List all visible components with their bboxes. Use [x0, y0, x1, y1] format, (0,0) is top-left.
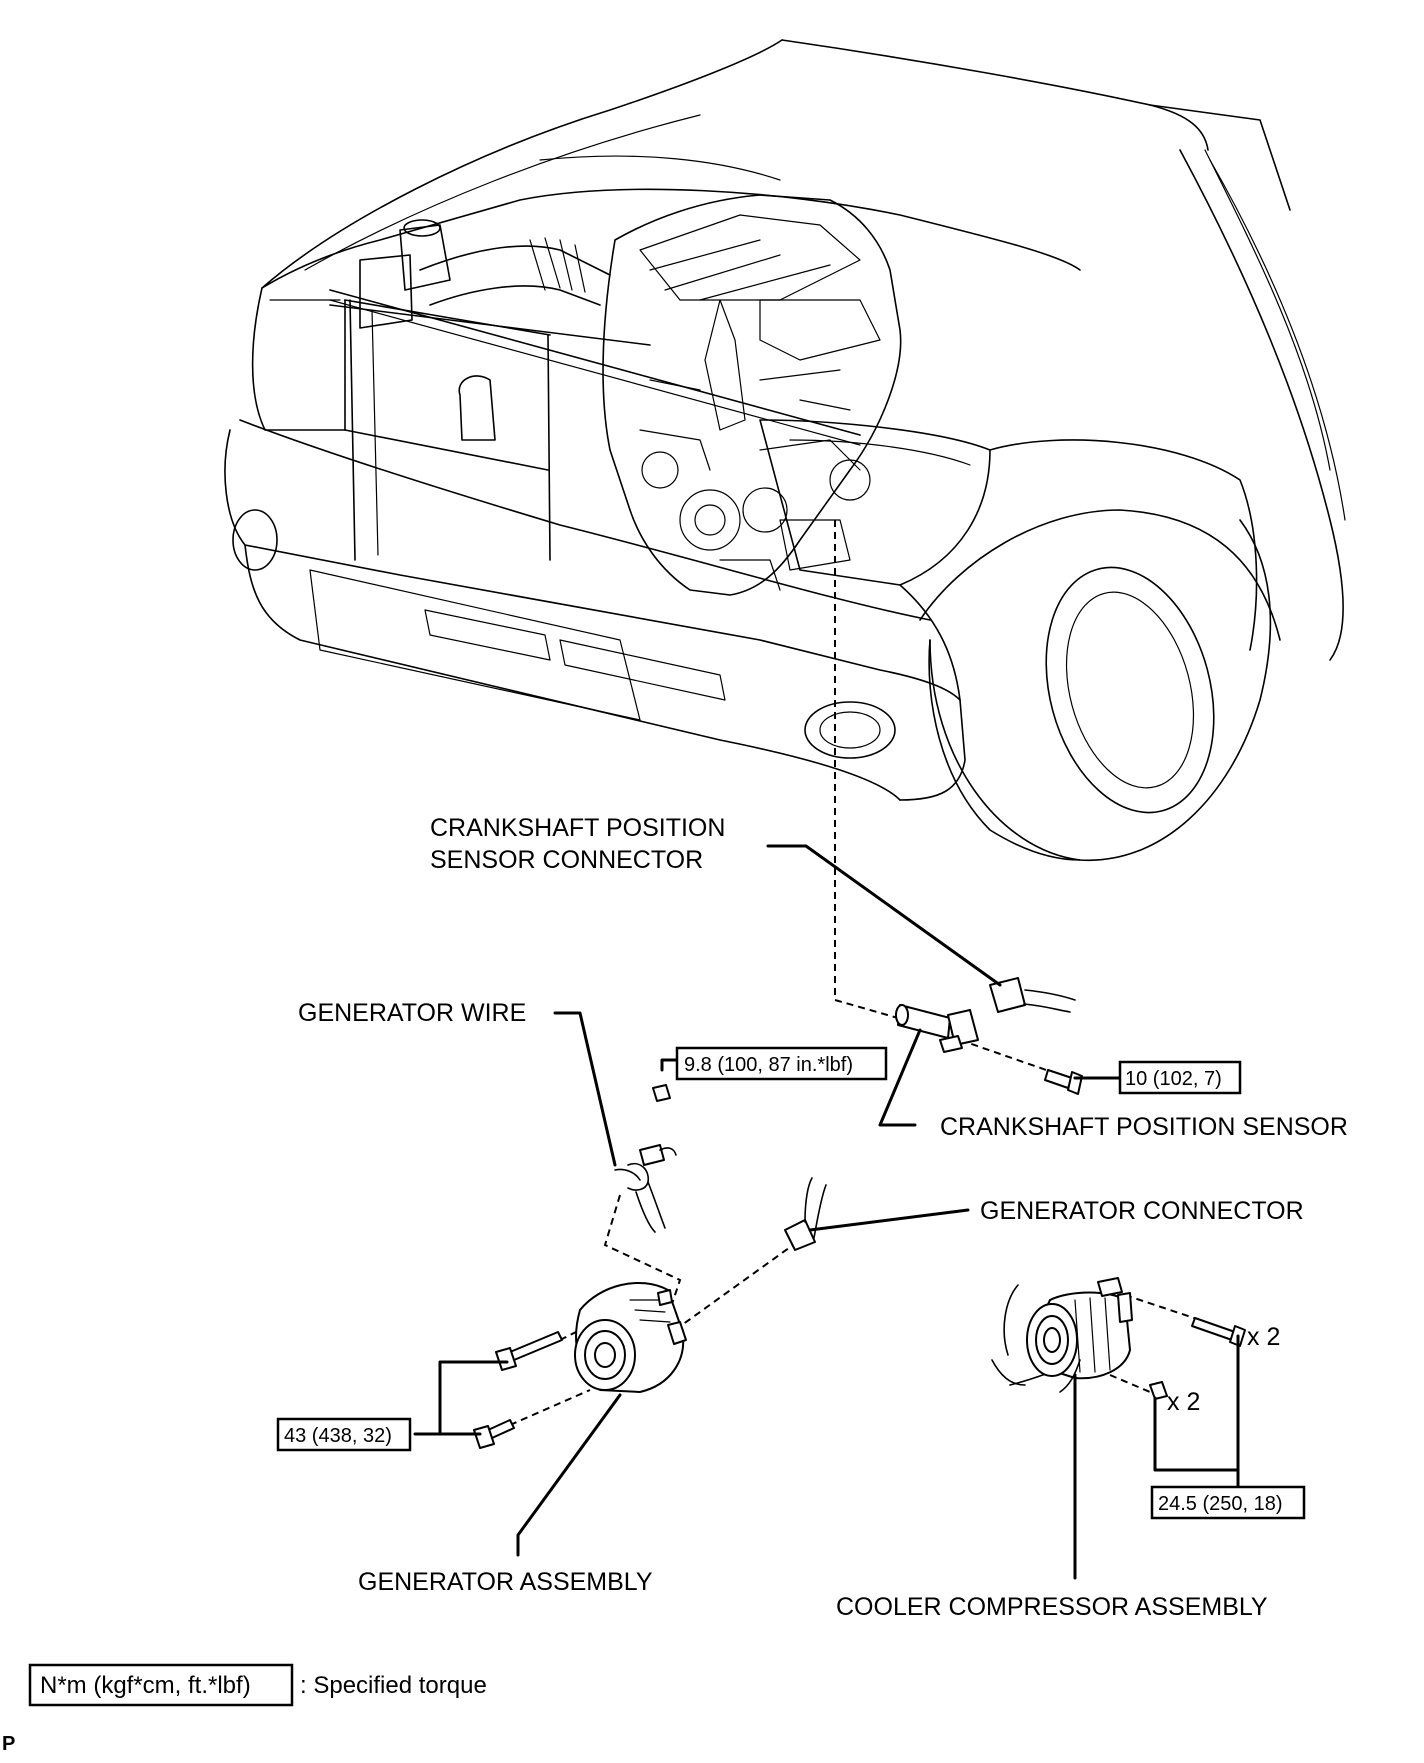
torque-box-compressor-fasteners: 24.5 (250, 18) [1150, 1485, 1306, 1520]
torque-value-crankshaft-sensor-bolt: 10 (102, 7) [1125, 1068, 1222, 1090]
cooler-compressor-label: COOLER COMPRESSOR ASSEMBLY [836, 1593, 1268, 1621]
crankshaft-connector-label-line2: SENSOR CONNECTOR [430, 846, 703, 874]
corner-mark: P [2, 1733, 15, 1755]
generator-bolt-lower-part [473, 1419, 515, 1449]
torque-box-generator-bolts: 43 (438, 32) [276, 1417, 412, 1452]
crankshaft-sensor-bolt-part [1044, 1069, 1083, 1095]
generator-bolt-upper-part [495, 1331, 563, 1371]
compressor-nut-count: x 2 [1167, 1388, 1200, 1416]
legend-unit-box: N*m (kgf*cm, ft.*lbf) [40, 1672, 251, 1699]
leader-lines [413, 844, 1240, 1580]
generator-wire-part [614, 1084, 677, 1233]
legend-description: : Specified torque [300, 1672, 487, 1699]
compressor-bolt-dashed-line [1124, 1294, 1201, 1321]
torque-box-generator-wire-nut: 9.8 (100, 87 in.*lbf) [675, 1046, 888, 1081]
compressor-bolt-count: x 2 [1247, 1323, 1280, 1351]
cooler-compressor-assembly-part [991, 1277, 1133, 1393]
crankshaft-connector-label-line1: CRANKSHAFT POSITION [430, 814, 725, 842]
crankshaft-sensor-label: CRANKSHAFT POSITION SENSOR [940, 1113, 1348, 1141]
compressor-nut-part [1149, 1381, 1168, 1400]
compressor-nut-dashed-line [1109, 1374, 1151, 1393]
vehicle-front-illustration [224, 39, 1346, 861]
generator-connector-dashed-line [674, 1239, 801, 1331]
torque-value-generator-wire-nut: 9.8 (100, 87 in.*lbf) [684, 1054, 853, 1076]
compressor-bolt-part [1191, 1317, 1246, 1347]
generator-connector-label: GENERATOR CONNECTOR [980, 1197, 1304, 1225]
generator-wire-label: GENERATOR WIRE [298, 999, 526, 1027]
generator-bolt-lower-dashed-line [509, 1389, 591, 1426]
torque-box-crankshaft-sensor-bolt: 10 (102, 7) [1118, 1060, 1242, 1095]
crankshaft-sensor-connector-part [989, 977, 1076, 1013]
torque-value-compressor-fasteners: 24.5 (250, 18) [1158, 1493, 1283, 1515]
generator-assembly-part [574, 1282, 687, 1393]
torque-legend: N*m (kgf*cm, ft.*lbf) : Specified torque [28, 1663, 487, 1707]
sensor-location-dashed-line [834, 520, 906, 1021]
generator-connector-part [784, 1177, 827, 1251]
torque-value-generator-bolts: 43 (438, 32) [284, 1425, 392, 1447]
generator-assembly-label: GENERATOR ASSEMBLY [358, 1568, 653, 1596]
crankshaft-position-sensor-part [895, 1004, 979, 1053]
engine-illustration [602, 194, 902, 596]
